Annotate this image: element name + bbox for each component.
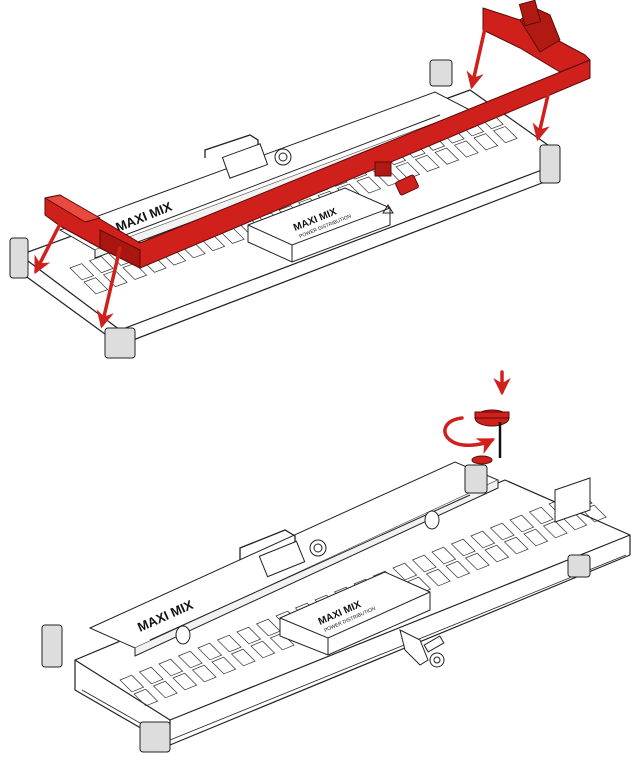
tray-slot [197,642,223,661]
tray-slot [172,672,198,691]
tray-slot [269,632,295,651]
tray-slot [503,536,529,555]
tray-slot [528,506,554,525]
tray-slot [414,154,440,172]
tray-slot [177,650,203,669]
t-handle-tool [471,409,510,465]
down-arrow-1 [466,13,490,90]
tray-slot [88,256,114,274]
tray-slot [484,544,510,563]
tray-slot [509,514,535,533]
tray-slot [445,560,471,579]
tray-slot [122,262,148,280]
rail-panel-bottom [88,461,500,657]
tray-slot [158,658,184,677]
tray-slot [230,648,256,667]
arrows-top [34,13,550,329]
down-arrow-2 [532,93,550,142]
down-arrow-3 [34,222,62,275]
rotate-arrow-icon [443,416,496,455]
figure-bottom: MAXI MIX MAXI MIX POWER DISTRIBUTION [41,370,631,753]
down-arrow-4 [96,246,122,329]
tray-slot [434,147,460,165]
tray-slot [395,162,421,180]
tray-slot [119,674,145,693]
tray-slot [236,626,262,645]
tray-slot [523,528,549,547]
tray-slot [138,666,164,685]
tray-slot [425,568,451,587]
tray-slot [473,133,499,151]
tray-slot [492,126,518,144]
tray-slot [216,634,242,653]
tray-slot [191,664,217,683]
tray-slot [211,656,237,675]
tray-slot [152,680,178,699]
tray-slot [250,640,276,659]
feet-bottom [41,464,591,753]
lifting-frame [44,0,591,269]
power-unit-top [247,187,394,263]
arrows-bottom [443,370,511,455]
tray-slot [453,140,479,158]
tray-slot [392,562,418,581]
tray-slot [69,263,95,281]
power-unit-bottom [279,571,431,656]
tray-slot [133,688,159,707]
tray-slot [464,552,490,571]
tray-slot [489,522,515,541]
tray-slot [542,520,568,539]
figure-top: MAXI MIX MAXI MIX POWER DISTRIBUTION [9,0,591,359]
tray-slot [356,176,382,194]
tray-slot [411,554,437,573]
tray-slot [431,546,457,565]
feet-top [9,59,561,359]
tray-slot [450,538,476,557]
tray-slot [470,530,496,549]
tray-slot [83,277,109,295]
power-connector-bottom [399,629,445,668]
